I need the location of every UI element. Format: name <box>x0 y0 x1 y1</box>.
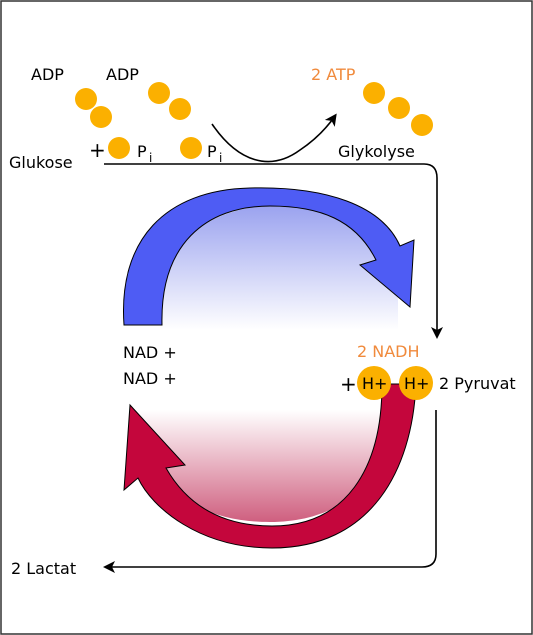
glycolysis-label: Glykolyse <box>338 142 415 161</box>
phosphate-circle <box>169 98 191 120</box>
phosphate-circle <box>363 82 385 104</box>
phosphate-subscript: i <box>219 151 222 165</box>
plus-sign: + <box>89 138 106 162</box>
adp-label: ADP <box>106 65 139 84</box>
nad-label: NAD + <box>123 369 177 388</box>
lactate-label: 2 Lactat <box>11 559 76 578</box>
phosphorylation-arrow <box>211 113 337 163</box>
phosphate-circle <box>180 137 202 159</box>
plus-sign: + <box>340 372 357 396</box>
phosphate-subscript: i <box>149 151 152 165</box>
phosphate-circle <box>388 97 410 119</box>
pyruvate-label: 2 Pyruvat <box>439 374 516 393</box>
phosphate-label: P <box>207 142 217 161</box>
phosphate-circle <box>75 88 97 110</box>
glycolysis-arrow <box>104 163 443 339</box>
hydrogen-label: H+ <box>362 374 387 393</box>
phosphate-circle <box>411 114 433 136</box>
phosphate-circle <box>148 82 170 104</box>
hydrogen-circle <box>399 366 433 400</box>
phosphate-circle <box>108 137 130 159</box>
nadh-label: 2 NADH <box>357 342 420 361</box>
atp-label: 2 ATP <box>311 65 356 84</box>
phosphate-circle <box>90 106 112 128</box>
glucose-label: Glukose <box>9 153 73 172</box>
phosphate-label: P <box>137 142 147 161</box>
blue-gradient-fill <box>160 205 398 330</box>
blue-cycle-arrow <box>122 187 415 326</box>
red-gradient-fill <box>140 410 392 522</box>
red-cycle-arrow <box>123 383 417 549</box>
hydrogen-label: H+ <box>404 374 429 393</box>
adp-label: ADP <box>31 65 64 84</box>
nad-label: NAD + <box>123 343 177 362</box>
lactate-arrow <box>103 410 437 573</box>
hydrogen-circle <box>357 366 391 400</box>
